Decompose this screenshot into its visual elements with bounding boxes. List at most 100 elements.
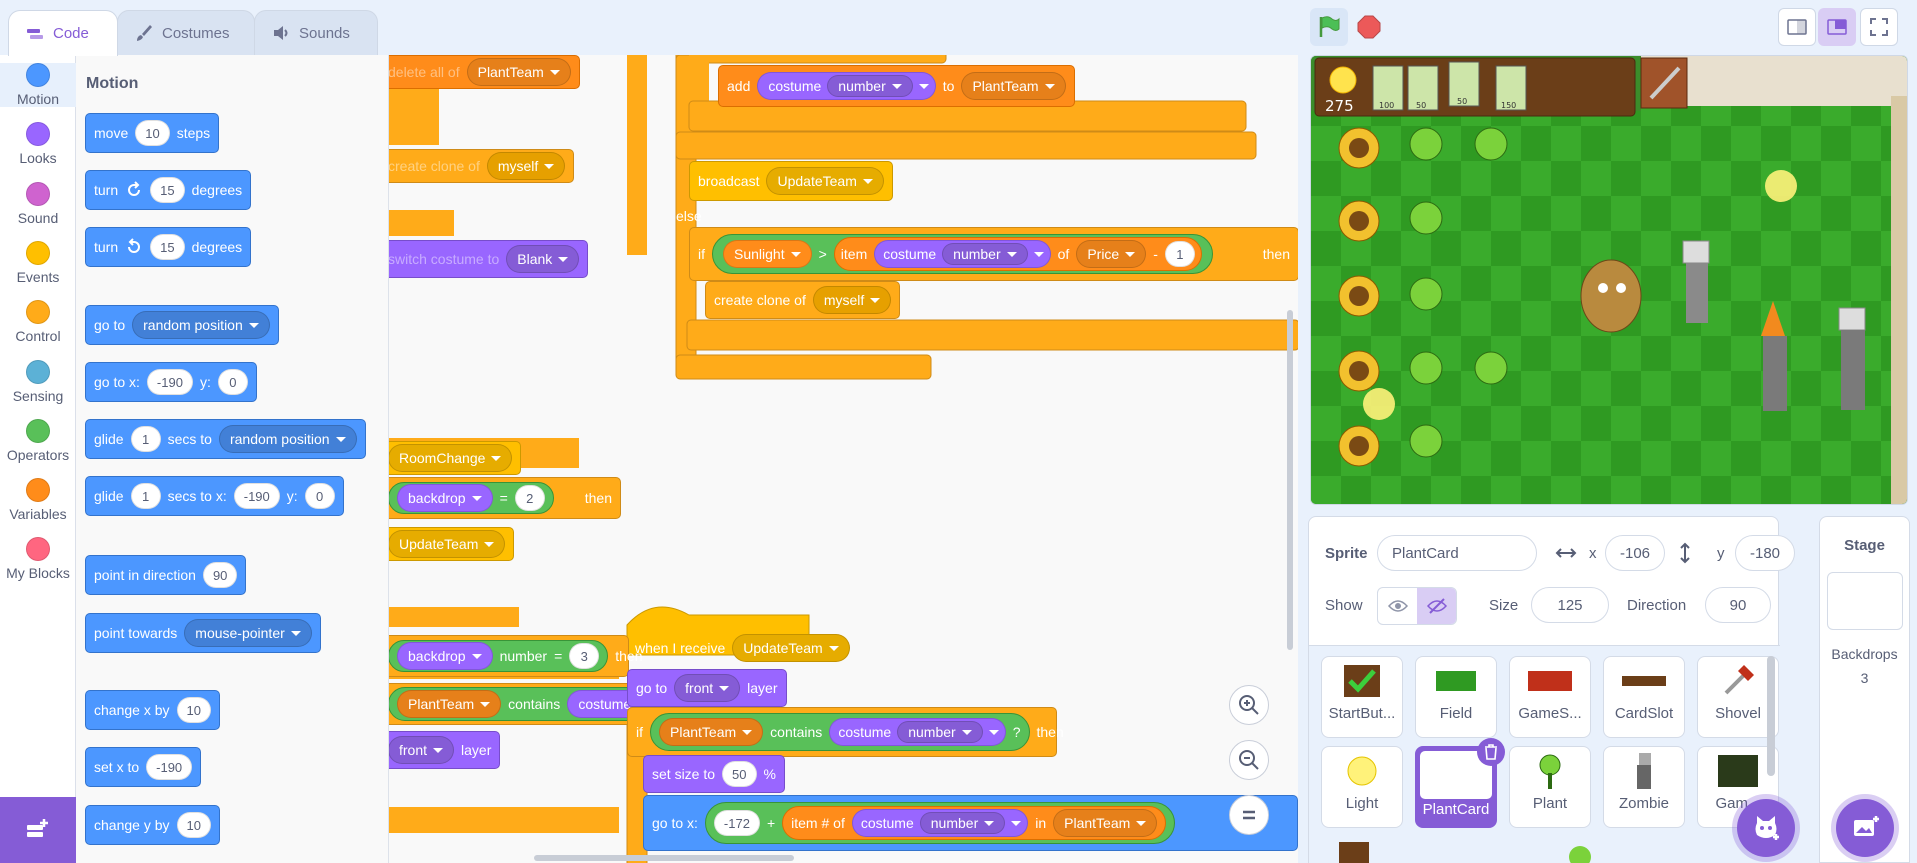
point-in-direction-block[interactable]: point in direction 90 <box>85 555 247 595</box>
stop-button[interactable] <box>1350 8 1388 46</box>
when-i-receive-hat-block[interactable]: RoomChange <box>389 441 522 475</box>
switch-costume-block[interactable]: switch costume to Blank <box>389 240 589 278</box>
layer-dropdown[interactable]: front <box>674 674 741 702</box>
horizontal-scrollbar[interactable] <box>534 855 794 861</box>
code-workspace[interactable]: add costume number to PlantTeam broadcas… <box>389 55 1298 863</box>
item-number-of-list-reporter[interactable]: item # of costume number in PlantTeam <box>782 806 1167 840</box>
seed-card[interactable] <box>1448 61 1480 107</box>
list-dropdown[interactable]: Price <box>1076 240 1147 268</box>
number-input[interactable]: -172 <box>713 810 760 836</box>
category-motion[interactable]: Motion <box>0 63 76 107</box>
sprite-tile[interactable]: CardSlot <box>1603 656 1685 738</box>
costume-number-dropdown[interactable]: number <box>827 75 913 97</box>
go-to-xy-block[interactable]: go to x: -172 + item # of costume number… <box>643 795 1298 851</box>
sprite-tile[interactable]: GameS... <box>1509 656 1591 738</box>
costume-number-dropdown[interactable]: number <box>942 243 1028 265</box>
message-dropdown[interactable]: UpdateTeam <box>389 530 506 558</box>
category-operators[interactable]: Operators <box>0 419 76 463</box>
change-y-block[interactable]: change y by 10 <box>85 805 220 845</box>
message-dropdown[interactable]: UpdateTeam <box>766 167 884 195</box>
greater-than-operator[interactable]: Sunlight > item costume number of Price … <box>712 234 1213 274</box>
x-input[interactable]: -190 <box>146 754 193 780</box>
category-variables[interactable]: Variables <box>0 478 76 522</box>
direction-input[interactable]: 90 <box>1705 587 1771 623</box>
choose-sprite-button[interactable] <box>1737 799 1795 857</box>
show-button[interactable] <box>1378 588 1417 624</box>
add-extension-button[interactable] <box>0 797 76 863</box>
tab-sounds[interactable]: Sounds <box>254 10 378 55</box>
delete-all-of-list-block[interactable]: delete all of PlantTeam <box>389 55 580 89</box>
list-dropdown[interactable]: PlantTeam <box>397 690 502 718</box>
y-position-input[interactable]: -180 <box>1735 535 1795 571</box>
zoom-out-button[interactable] <box>1229 740 1269 780</box>
costume-number-dropdown[interactable]: number <box>897 721 983 743</box>
vertical-scrollbar[interactable] <box>1287 310 1293 650</box>
set-x-block[interactable]: set x to -190 <box>85 747 202 787</box>
sprite-tile[interactable]: Plant <box>1509 746 1591 828</box>
tab-code[interactable]: Code <box>8 10 118 56</box>
size-input[interactable]: 125 <box>1531 587 1609 623</box>
create-clone-block[interactable]: create clone of myself <box>389 149 575 183</box>
go-to-layer-block[interactable]: go to front layer <box>627 669 787 707</box>
when-i-receive-hat-block[interactable]: when I receive UpdateTeam <box>627 627 858 669</box>
list-dropdown[interactable]: PlantTeam <box>659 718 764 746</box>
equals-operator[interactable]: backdrop = 2 <box>389 482 554 514</box>
broadcast-block[interactable]: broadcast UpdateTeam <box>689 161 893 201</box>
go-to-layer-block[interactable]: front layer <box>389 731 501 769</box>
x-position-input[interactable]: -106 <box>1605 535 1665 571</box>
y-input[interactable]: 0 <box>217 369 248 395</box>
sprite-tile[interactable]: StartBut... <box>1321 656 1403 738</box>
point-towards-block[interactable]: point towards mouse-pointer <box>85 613 321 653</box>
if-block[interactable]: if Sunlight > item costume number of Pri… <box>689 227 1298 281</box>
delete-sprite-button[interactable] <box>1477 738 1505 766</box>
sprite-name-input[interactable]: PlantCard <box>1377 535 1537 571</box>
number-input[interactable]: 3 <box>569 643 600 669</box>
sprite-tile[interactable]: Zombie <box>1603 746 1685 828</box>
create-clone-block[interactable]: create clone of myself <box>705 281 901 319</box>
number-input[interactable]: 1 <box>1164 241 1195 267</box>
plus-operator[interactable]: -172 + item # of costume number in Plant… <box>704 802 1176 844</box>
equals-operator[interactable]: backdrop number = 3 <box>389 640 609 672</box>
degrees-input[interactable]: 15 <box>150 177 185 203</box>
list-dropdown[interactable]: PlantTeam <box>961 72 1066 100</box>
costume-reporter[interactable]: costume number <box>874 240 1051 268</box>
turn-left-block[interactable]: turn 15 degrees <box>85 227 252 267</box>
item-of-list-reporter[interactable]: item costume number of Price - 1 <box>833 237 1202 271</box>
hide-button[interactable] <box>1417 588 1456 624</box>
message-dropdown[interactable]: RoomChange <box>389 444 513 472</box>
contains-operator[interactable]: PlantTeam contains costume number ? <box>650 713 1030 751</box>
go-to-xy-block[interactable]: go to x: -190 y: 0 <box>85 362 257 402</box>
sprite-tile[interactable]: Field <box>1415 656 1497 738</box>
category-sensing[interactable]: Sensing <box>0 360 76 404</box>
stage-selector[interactable]: Stage Backdrops 3 <box>1819 516 1910 863</box>
number-input[interactable]: 50 <box>722 761 757 787</box>
stage-canvas[interactable]: 275 100 50 50 150 <box>1310 55 1908 505</box>
large-stage-button[interactable] <box>1818 8 1856 46</box>
zoom-reset-button[interactable] <box>1229 795 1269 835</box>
sprite-list-scrollbar[interactable] <box>1767 656 1775 776</box>
clone-target-dropdown[interactable]: myself <box>812 286 892 314</box>
glide-to-block[interactable]: glide 1 secs to random position <box>85 419 366 459</box>
sprite-tile[interactable]: Light <box>1321 746 1403 828</box>
category-sound[interactable]: Sound <box>0 182 76 226</box>
target-dropdown[interactable]: mouse-pointer <box>184 619 312 647</box>
sunlight-variable[interactable]: Sunlight <box>723 240 812 268</box>
costume-number-dropdown[interactable]: number <box>919 812 1006 834</box>
add-to-list-block[interactable]: add costume number to PlantTeam <box>718 65 1075 107</box>
category-looks[interactable]: Looks <box>0 122 76 166</box>
clone-target-dropdown[interactable]: myself <box>486 152 566 180</box>
tab-costumes[interactable]: Costumes <box>117 10 255 55</box>
secs-input[interactable]: 1 <box>130 426 161 452</box>
x-input[interactable]: -190 <box>233 483 280 509</box>
sprite-tile[interactable]: Shovel <box>1697 656 1779 738</box>
x-input[interactable]: 10 <box>176 697 211 723</box>
if-block[interactable]: backdrop = 2 then <box>389 477 621 519</box>
falling-sun[interactable] <box>1765 170 1797 202</box>
costume-reporter[interactable]: costume number <box>851 809 1029 837</box>
target-dropdown[interactable]: random position <box>132 311 270 339</box>
list-dropdown[interactable]: PlantTeam <box>1053 809 1158 837</box>
y-input[interactable]: 0 <box>304 483 335 509</box>
category-control[interactable]: Control <box>0 300 76 344</box>
costume-dropdown[interactable]: Blank <box>506 245 580 273</box>
costume-reporter[interactable]: costume number <box>829 718 1006 746</box>
